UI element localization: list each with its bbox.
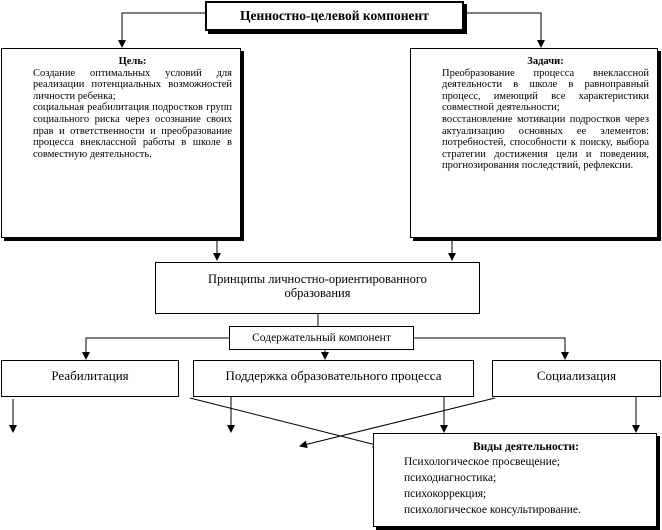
arrow-content-to-socialization [414, 337, 569, 360]
goal-title: Цель: [118, 56, 147, 67]
arrow-content-to-rehabilitation [82, 337, 229, 360]
rehabilitation-box: Реабилитация [1, 360, 179, 397]
tasks-box: Задачи: Преобразование процесса внекласс… [410, 48, 658, 238]
arrow-value-to-tasks [464, 12, 545, 48]
support-box: Поддержка образовательного процесса [193, 360, 474, 397]
tasks-title: Задачи: [527, 56, 564, 67]
principles-title: Принципы личностно-ориентированного обра… [208, 272, 427, 300]
goal-box: Цель: Создание оптимальных условий для р… [1, 48, 241, 238]
activity-item: психологическое консультирование. [404, 504, 581, 516]
activity-item: психокоррекция; [404, 488, 487, 500]
tasks-line: Преобразование процесса внеклассной деят… [442, 67, 649, 114]
content-component-title: Содержательный компонент [252, 332, 391, 344]
value-component-title: Ценностно-целевой компонент [240, 8, 429, 23]
activities-title: Виды деятельности: [473, 441, 579, 453]
arrow-rehabilitation-to-activities [189, 397, 381, 449]
arrow-socialization-to-center [299, 397, 496, 449]
goal-line: Создание оптимальных условий для реализа… [33, 67, 232, 102]
value-component-box: Ценностно-целевой компонент [205, 1, 464, 31]
goal-line: социальная реабилитация подростков групп… [33, 102, 232, 160]
activity-item: Психологическое просвещение; [404, 456, 561, 468]
activity-item: психодиагностика; [404, 472, 497, 484]
arrow-value-to-goal [118, 12, 205, 48]
tasks-line: восстановление мотивации подростков чере… [442, 113, 649, 172]
support-title: Поддержка образовательного процесса [225, 368, 442, 383]
principles-box: Принципы личностно-ориентированного обра… [155, 262, 480, 314]
activities-box: Виды деятельности: Психологическое просв… [373, 433, 657, 527]
socialization-title: Социализация [536, 368, 617, 383]
rehabilitation-title: Реабилитация [51, 368, 129, 383]
content-component-box: Содержательный компонент [229, 326, 414, 350]
socialization-box: Социализация [492, 360, 661, 397]
